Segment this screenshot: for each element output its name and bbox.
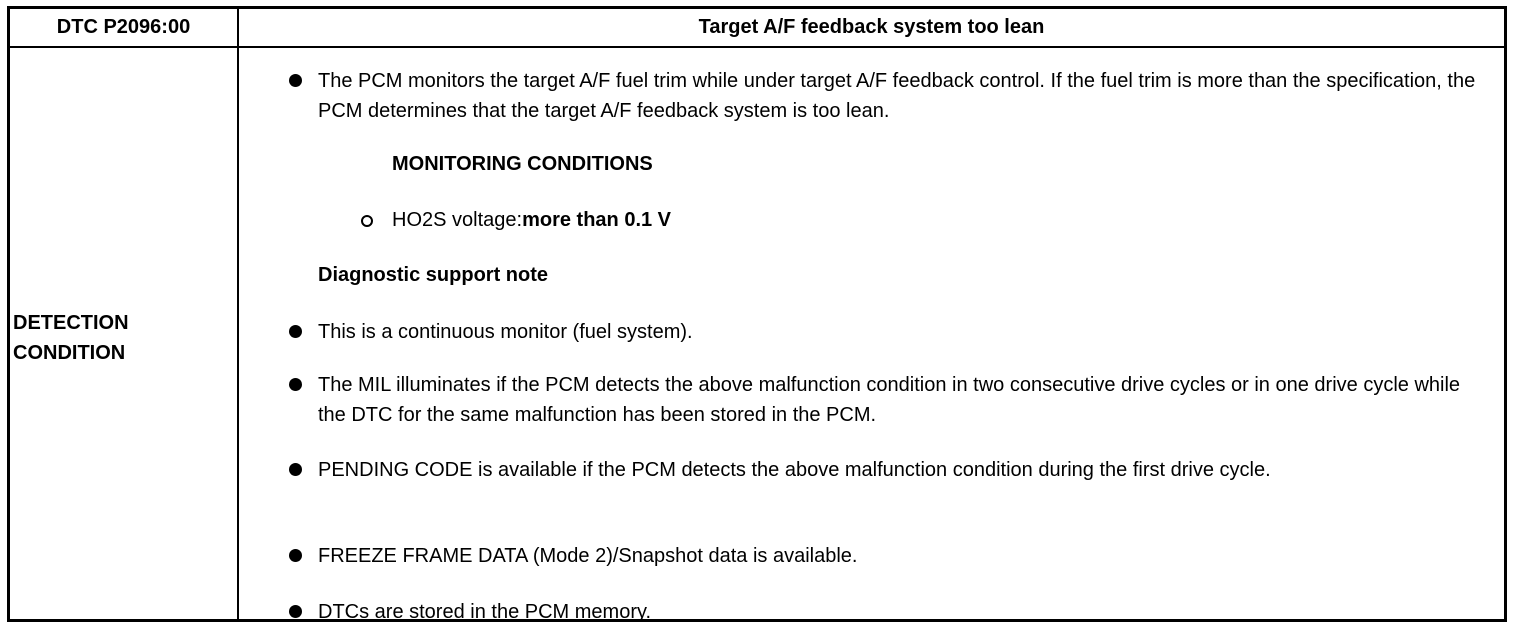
list-item-text: The MIL illuminates if the PCM detects t… bbox=[318, 374, 1461, 426]
row-label-line-2: CONDITION bbox=[13, 342, 126, 364]
monitoring-condition-value: more than 0.1 V bbox=[522, 209, 672, 231]
list-item: This is a continuous monitor (fuel syste… bbox=[289, 317, 1484, 347]
list-item-text: This is a continuous monitor (fuel syste… bbox=[318, 321, 693, 343]
monitoring-conditions-heading: MONITORING CONDITIONS bbox=[392, 153, 653, 175]
list-item: The PCM monitors the target A/F fuel tri… bbox=[289, 66, 1484, 126]
bullet-icon bbox=[289, 325, 302, 338]
bullet-icon bbox=[289, 463, 302, 476]
list-item-text: FREEZE FRAME DATA (Mode 2)/Snapshot data… bbox=[318, 545, 858, 567]
bullet-icon bbox=[289, 74, 302, 87]
list-item-text: The PCM monitors the target A/F fuel tri… bbox=[318, 70, 1476, 122]
dtc-table: DTC P2096:00 Target A/F feedback system … bbox=[7, 6, 1507, 623]
detection-condition-content: The PCM monitors the target A/F fuel tri… bbox=[239, 48, 1504, 623]
bullet-icon bbox=[289, 549, 302, 562]
monitoring-condition-item: HO2S voltage:more than 0.1 V bbox=[361, 205, 1484, 235]
bullet-icon bbox=[289, 605, 302, 618]
diagnostic-support-heading: Diagnostic support note bbox=[318, 264, 548, 286]
list-item: The MIL illuminates if the PCM detects t… bbox=[289, 370, 1484, 430]
dtc-code-header: DTC P2096:00 bbox=[56, 16, 191, 38]
list-item: PENDING CODE is available if the PCM det… bbox=[289, 455, 1484, 485]
list-item-text: PENDING CODE is available if the PCM det… bbox=[318, 459, 1271, 481]
bullet-icon bbox=[289, 378, 302, 391]
dtc-title-header: Target A/F feedback system too lean bbox=[698, 16, 1045, 38]
monitoring-condition-label: HO2S voltage: bbox=[392, 209, 523, 231]
column-divider bbox=[237, 9, 239, 619]
row-label-detection-condition: DETECTION CONDITION bbox=[13, 308, 233, 368]
list-item-text: DTCs are stored in the PCM memory. bbox=[318, 601, 652, 623]
circle-bullet-icon bbox=[361, 215, 373, 227]
header-divider bbox=[10, 46, 1504, 48]
list-item: FREEZE FRAME DATA (Mode 2)/Snapshot data… bbox=[289, 541, 1484, 571]
row-label-line-1: DETECTION bbox=[13, 312, 129, 334]
list-item: DTCs are stored in the PCM memory. bbox=[289, 597, 1484, 627]
